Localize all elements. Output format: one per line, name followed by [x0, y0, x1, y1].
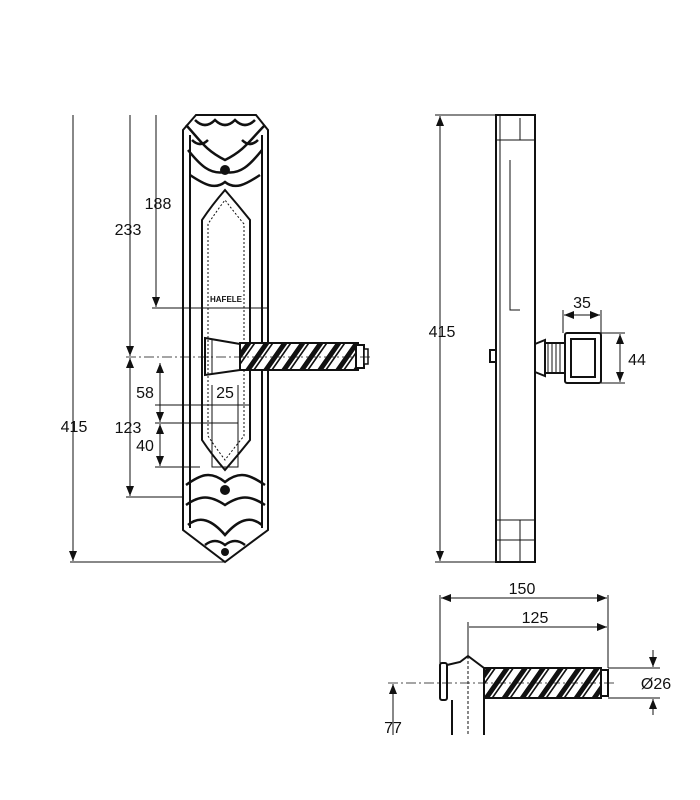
spindle-rose	[534, 332, 602, 384]
dim-keyhole-height: 40	[136, 438, 154, 455]
keyhole	[211, 422, 239, 468]
dim-axis-height: 77	[384, 720, 402, 737]
dim-projection-overall: 150	[509, 581, 536, 598]
dim-overall-height: 415	[61, 419, 88, 436]
side-view: 415 35 44	[429, 114, 646, 563]
plan-view: 150 125 Ø26 77	[384, 581, 671, 737]
ornament-bottom	[185, 473, 266, 556]
plan-end-cap	[439, 662, 448, 701]
window-frame	[201, 188, 251, 472]
ornament-top	[185, 118, 266, 188]
dim-to-upper-mark: 188	[145, 196, 172, 213]
dim-spindle-depth: 35	[573, 295, 591, 312]
side-plate	[495, 114, 536, 563]
brand-mark: HAFELE	[210, 295, 243, 304]
backplate-border	[189, 135, 263, 528]
dim-lever-to-bottom: 123	[115, 420, 142, 437]
dim-to-lever-axis: 233	[115, 222, 142, 239]
side-pin	[489, 349, 497, 363]
dim-lever-to-keyhole: 58	[136, 385, 154, 402]
lever-front	[204, 336, 369, 377]
backplate-outline	[182, 114, 269, 564]
dim-lever-length: 125	[522, 610, 549, 627]
front-view: HAFELE 415 233 188 123 58 40 25	[61, 114, 372, 564]
dim-keyhole-width: 25	[216, 385, 234, 402]
dim-lever-diameter: Ø26	[641, 676, 671, 693]
dim-side-height: 415	[429, 324, 456, 341]
dim-rose-height: 44	[628, 352, 646, 369]
